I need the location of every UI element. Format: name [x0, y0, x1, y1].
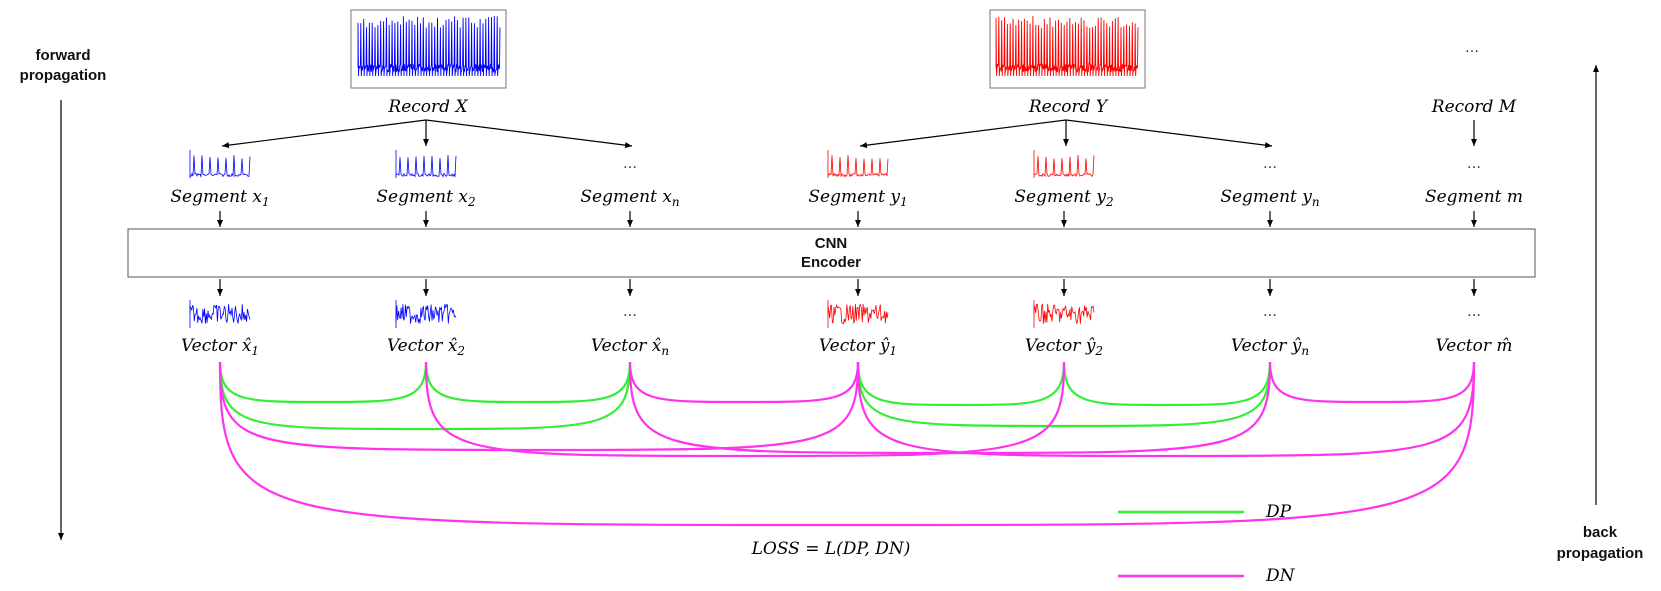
- segment-label: Segment y1: [808, 187, 907, 209]
- segment-ellipsis: …: [1467, 156, 1481, 172]
- pair-curve: [628, 361, 860, 404]
- record-y-label: Record Y: [1028, 97, 1109, 117]
- record-x-label: Record X: [387, 97, 468, 117]
- legend-dp-label: DP: [1265, 502, 1292, 522]
- vector-label: Vector ŷ1: [819, 336, 897, 358]
- pair-curve: [424, 361, 1066, 458]
- vector-waveform: [1033, 303, 1095, 324]
- vector-label: Vector x̂1: [181, 336, 259, 358]
- segment-label: Segment x1: [170, 187, 269, 209]
- segment-label: Segment x2: [376, 187, 475, 209]
- vector-label: Vector x̂2: [387, 336, 465, 358]
- vector-label: Vector ŷ2: [1025, 336, 1103, 358]
- pair-curve: [1268, 361, 1476, 404]
- segment-ellipsis: …: [623, 156, 637, 172]
- vector-waveform: [827, 303, 889, 325]
- pair-curve: [856, 361, 1272, 428]
- back-label-line1: back: [1583, 524, 1618, 541]
- vector-ellipsis: …: [1263, 304, 1277, 320]
- vector-label: Vector x̂n: [591, 336, 669, 358]
- vector-waveform: [395, 304, 457, 324]
- back-label-line2: propagation: [1557, 545, 1644, 562]
- record-y-signal: [995, 15, 1139, 77]
- segment-ellipsis: …: [1263, 156, 1277, 172]
- record-ellipsis: …: [1465, 40, 1479, 56]
- vectors-row: Vector x̂1 Vector x̂2 … Vector x̂n Vector ŷ1…: [181, 279, 1513, 358]
- encoder-title-line1: CNN: [815, 235, 848, 252]
- arrow-record-x-to-segment-x1: [221, 119, 427, 149]
- segment-label: Segment y2: [1014, 187, 1113, 209]
- arrow-record-y-to-segment-y1: [859, 119, 1067, 149]
- pair-curve: [628, 361, 1272, 455]
- pair-curves: [218, 361, 1476, 527]
- record-waveform: [995, 15, 1139, 77]
- pair-curve: [218, 361, 1476, 527]
- record-x-signal: [357, 15, 501, 77]
- encoder-title-line2: Encoder: [801, 254, 861, 271]
- vector-ellipsis: …: [623, 304, 637, 320]
- loss-formula: LOSS = L(DP, DN): [751, 539, 911, 559]
- arrow-record-y-to-segment-yn: [1065, 119, 1273, 149]
- segment-label: Segment yn: [1220, 187, 1319, 209]
- cnn-encoder-box: [127, 228, 1536, 278]
- vector-ellipsis: …: [1467, 304, 1481, 320]
- pair-curve: [218, 361, 428, 404]
- record-m-label: Record M: [1431, 97, 1517, 117]
- vector-label: Vector m̂: [1435, 336, 1512, 356]
- pair-curve: [856, 361, 1476, 458]
- pair-curve: [856, 361, 1066, 407]
- legend-dn-label: DN: [1265, 566, 1296, 586]
- vector-label: Vector ŷn: [1231, 336, 1309, 358]
- segment-waveform: [1033, 154, 1095, 178]
- segment-waveform: [395, 154, 457, 178]
- forward-label-line1: forward: [35, 47, 90, 64]
- segments-row: Segment x1 Segment x2 … Segment xn Segment y…: [170, 150, 1523, 227]
- record-waveform: [357, 15, 501, 77]
- forward-label-line2: propagation: [20, 67, 107, 84]
- pair-curve: [218, 361, 632, 431]
- vector-waveform: [189, 304, 251, 324]
- segment-label: Segment xn: [580, 187, 679, 209]
- segment-waveform: [827, 155, 889, 178]
- pair-curve: [218, 361, 860, 452]
- arrow-record-x-to-segment-xn: [425, 119, 633, 149]
- segment-label: Segment m: [1425, 187, 1523, 207]
- pair-curve: [424, 361, 632, 404]
- pair-curve: [1062, 361, 1272, 407]
- segment-waveform: [189, 155, 251, 178]
